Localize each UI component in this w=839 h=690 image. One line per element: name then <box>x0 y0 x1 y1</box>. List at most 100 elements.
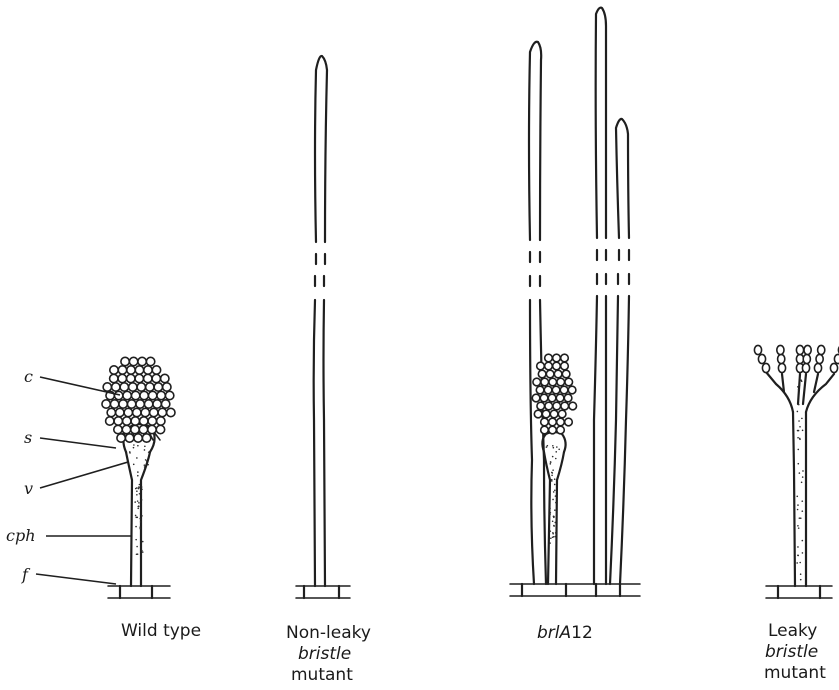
label-s: s <box>24 428 32 447</box>
conidium <box>110 400 118 408</box>
stipple-dot <box>139 484 141 486</box>
stipple-dot <box>555 502 557 504</box>
conidium <box>122 425 130 433</box>
stipple-dot <box>547 445 549 447</box>
stipple-dot <box>138 488 140 490</box>
conidium <box>112 383 120 391</box>
non-leaky-bristle-conidiophore: Non-leaky bristle mutant <box>286 56 371 685</box>
conidium <box>127 374 135 382</box>
conidium <box>136 400 144 408</box>
stipple-dot <box>136 490 138 492</box>
conidium <box>114 425 122 433</box>
conidium <box>552 386 560 394</box>
stipple-dot <box>555 532 557 534</box>
conidium <box>123 417 131 425</box>
stipple-dot <box>137 508 139 510</box>
stipple-dot <box>141 499 143 501</box>
stipple-dot <box>798 389 800 391</box>
conidium <box>758 354 765 363</box>
label-cph: cph <box>6 526 36 545</box>
stipple-dot <box>555 451 557 453</box>
stipple-dot <box>133 464 135 466</box>
brla12-conidiophores: brlA12 <box>510 8 640 643</box>
stipple-dot <box>141 489 143 491</box>
conidium <box>569 402 577 410</box>
brla12-stalk-2-upper <box>596 8 606 238</box>
wild-type-foot-cell <box>120 586 152 598</box>
conidium <box>553 362 561 370</box>
stipple-dot <box>798 404 800 406</box>
leaky-substrate-hypha <box>766 586 832 598</box>
stipple-dot <box>550 463 552 465</box>
conidium <box>537 402 545 410</box>
conidium <box>125 434 133 442</box>
conidium <box>140 417 148 425</box>
conidium <box>546 370 554 378</box>
conidium <box>541 378 549 386</box>
conidium <box>568 386 576 394</box>
stipple-dot <box>129 451 131 453</box>
stipple-dot <box>137 445 139 447</box>
stipple-dot <box>133 447 135 449</box>
stipple-dot <box>797 386 799 388</box>
stipple-dot <box>549 507 551 509</box>
stipple-dot <box>797 555 799 557</box>
conidium <box>533 378 541 386</box>
conidium <box>804 345 811 354</box>
conidium <box>116 408 124 416</box>
stipple-dot <box>558 448 560 450</box>
conidium <box>167 408 175 416</box>
stipple-dot <box>554 489 556 491</box>
conidium <box>114 417 122 425</box>
caption-wild-type: Wild type <box>121 621 201 641</box>
stipple-dot <box>798 527 800 529</box>
conidium <box>134 434 142 442</box>
conidium <box>150 408 158 416</box>
stipple-dot <box>142 541 144 543</box>
conidium <box>564 394 572 402</box>
conidium <box>548 394 556 402</box>
conidium <box>557 378 565 386</box>
conidium <box>140 391 148 399</box>
conidium <box>537 362 545 370</box>
stipple-dot <box>556 446 558 448</box>
stipple-dot <box>549 514 551 516</box>
conidium <box>565 378 573 386</box>
stipple-dot <box>552 469 554 471</box>
conidium <box>117 434 125 442</box>
stipple-dot <box>137 500 139 502</box>
conidium <box>127 366 135 374</box>
conidium <box>157 417 165 425</box>
conidium <box>796 345 803 354</box>
conidium <box>545 362 553 370</box>
stipple-dot <box>797 411 799 413</box>
stipple-dot <box>144 449 146 451</box>
stipple-dot <box>144 464 146 466</box>
stipple-dot <box>148 451 150 453</box>
stipple-dot <box>553 447 555 449</box>
conidium <box>762 363 769 372</box>
conidium <box>553 354 561 362</box>
stipple-dot <box>137 471 139 473</box>
stipple-dot <box>144 466 146 468</box>
conidium <box>165 391 173 399</box>
stipple-dot <box>554 509 556 511</box>
stipple-dot <box>141 486 143 488</box>
conidium <box>110 374 118 382</box>
stipple-dot <box>136 546 138 548</box>
caption-leaky-3: mutant <box>764 663 826 683</box>
stipple-dot <box>139 493 141 495</box>
stipple-dot <box>802 430 804 432</box>
stipple-dot <box>799 517 801 519</box>
stipple-dot <box>135 515 137 517</box>
non-leaky-foot-cell <box>304 586 339 598</box>
wild-type-substrate-hypha <box>108 586 170 598</box>
conidium <box>127 400 135 408</box>
conidium <box>157 391 165 399</box>
brla12-stalk-3-break <box>618 250 629 284</box>
conidium <box>557 426 565 434</box>
stipple-dot <box>550 512 552 514</box>
conidium <box>562 370 570 378</box>
conidium <box>144 374 152 382</box>
